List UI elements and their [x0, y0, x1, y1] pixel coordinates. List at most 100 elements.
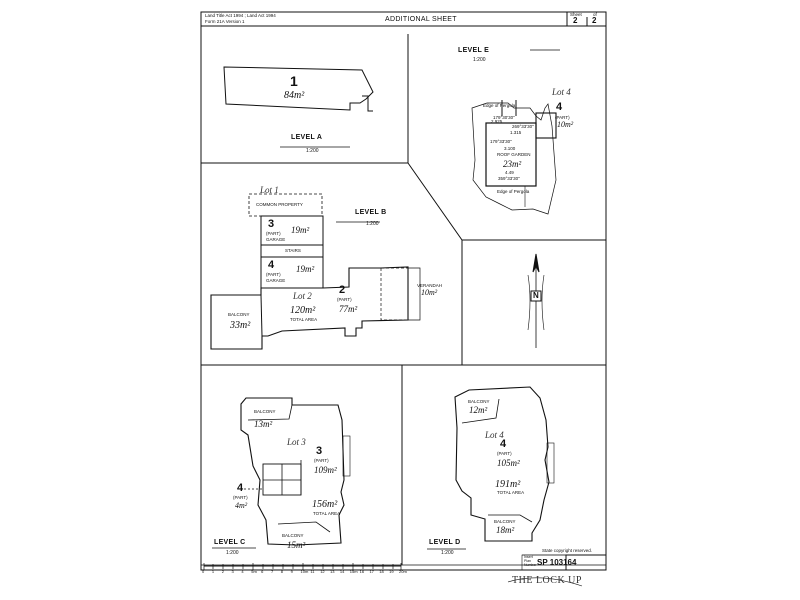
scale-tick-label: 0 — [202, 569, 205, 574]
scale-tick-label: 10m — [300, 569, 309, 574]
level-b-lot-3-area: 19m² — [291, 225, 310, 235]
scale-tick-label: 1 — [211, 569, 215, 574]
sheet-number: 2 — [573, 16, 578, 25]
level-d-lot-4-number: 4 — [500, 438, 507, 450]
scale-tick-label: 7 — [270, 569, 274, 574]
level-e-dim-3: 4.49 — [505, 170, 514, 175]
scale-tick-label: 3 — [231, 569, 234, 574]
level-e-lot-4 — [535, 112, 557, 139]
level-d-lot-4-area: 105m² — [497, 458, 520, 468]
plan-number-label-3: Number — [524, 563, 537, 567]
level-d-scale: 1:200 — [441, 550, 454, 556]
level-e-dim-2: 3.100 — [504, 146, 516, 151]
level-d-balcony-top-area: 12m² — [469, 405, 488, 415]
level-d-balcony-bottom-label: BALCONY — [494, 519, 516, 524]
sheet-of-label: of — [593, 12, 597, 17]
level-d-title: LEVEL D — [429, 539, 461, 546]
level-a-scale: 1:200 — [306, 148, 319, 154]
level-b-stairs: STAIRS — [285, 248, 301, 253]
scale-tick-label: 15m — [349, 569, 358, 574]
level-e-outline — [471, 102, 557, 215]
level-c-title: LEVEL C — [214, 539, 246, 546]
act-reference: Land Title Act 1994 ; Land Act 1994 — [205, 13, 276, 18]
level-c-handwritten-lot-3: Lot 3 — [287, 437, 306, 447]
scale-tick-label: 5m — [251, 569, 257, 574]
scale-tick-label: 20m — [399, 569, 407, 574]
scale-tick-label: 13 — [330, 569, 335, 574]
level-e-roof-garden-area: 23m² — [503, 159, 522, 169]
level-c-lot-3-area: 109m² — [314, 465, 337, 475]
level-e-bearing-right: 269°33'30" — [512, 124, 534, 129]
level-d-total-area: 191m² — [495, 479, 521, 490]
level-d-balcony-top-label: BALCONY — [468, 399, 490, 404]
level-c-balcony-top-area: 13m² — [254, 419, 273, 429]
level-e-scale: 1:200 — [473, 57, 486, 63]
form-version: Form 21A Version 1 — [205, 19, 245, 24]
sheet-title: ADDITIONAL SHEET — [385, 16, 457, 23]
level-d-outline — [454, 386, 550, 542]
level-c-scale: 1:200 — [226, 550, 239, 556]
level-c-balcony-top-label: BALCONY — [254, 409, 276, 414]
level-e-handwritten-lot: Lot 4 — [552, 87, 571, 97]
level-e-roof-garden-label: ROOF GARDEN — [497, 152, 531, 157]
level-b-total-label: TOTAL AREA — [290, 317, 318, 322]
level-b-title: LEVEL B — [355, 209, 387, 216]
level-d-handwritten-lot-4: Lot 4 — [485, 430, 504, 440]
level-c-lot-4-area: 4m² — [235, 501, 248, 510]
level-e-title: LEVEL E — [458, 47, 490, 54]
handwritten-note: THE LOCK UP — [512, 575, 582, 586]
scale-tick-label: 14 — [339, 569, 345, 574]
level-e-lot-number: 4 — [556, 101, 563, 113]
level-e-bearing-mid: 179°33'30" — [490, 139, 512, 144]
divider-level-a — [201, 34, 409, 164]
scale-tick-label: 9 — [290, 569, 293, 574]
scale-tick-label: 6 — [261, 569, 264, 574]
level-b-lot-3-number: 3 — [268, 218, 275, 230]
level-b-balcony-label: BALCONY — [228, 312, 250, 317]
divider-level-b — [201, 240, 463, 366]
level-d-total-label: TOTAL AREA — [497, 490, 525, 495]
level-a-title: LEVEL A — [291, 134, 323, 141]
level-c-outline — [240, 397, 345, 546]
level-e-roof-garden — [485, 122, 537, 187]
sheet-label: Sheet — [570, 12, 582, 17]
level-e-dim-1: 1.315 — [510, 130, 522, 135]
scale-tick-label: 12 — [320, 569, 325, 574]
level-a-lot-number: 1 — [290, 73, 298, 89]
scale-tick-label: 8 — [280, 569, 284, 574]
sheet-border — [200, 11, 607, 571]
level-b-verandah-area: 10m² — [421, 288, 438, 297]
level-b-handwritten-lot-1: Lot 1 — [260, 185, 279, 195]
state-copyright: State copyright reserved. — [542, 548, 593, 553]
level-b-lot-4-use: GARAGE — [266, 278, 286, 283]
level-b-verandah-label: VERANDAH — [417, 283, 443, 288]
level-b-lot-2-number: 2 — [339, 284, 346, 296]
level-c-total-area: 156m² — [312, 499, 338, 510]
level-c-lot-3-part: (PART) — [314, 458, 329, 463]
level-b-lot-2 — [210, 266, 409, 350]
level-c-lot-4-number: 4 — [237, 482, 244, 494]
level-e-bearing-top: 179°30'30" — [493, 115, 515, 120]
level-b-lot-2-area: 77m² — [339, 304, 358, 314]
level-c-balcony-bottom-label: BALCONY — [282, 533, 304, 538]
plan-number-label-1: Insert — [524, 555, 533, 559]
north-label: N — [533, 291, 539, 300]
level-c-balcony-bottom-area: 15m² — [287, 540, 306, 550]
level-e-edge-top: Edge of Pergola — [483, 103, 516, 108]
level-c-lot-4-part: (PART) — [233, 495, 248, 500]
level-b-lot-3-use: GARAGE — [266, 237, 286, 242]
level-b-lot-3-part: (PART) — [266, 231, 281, 236]
level-d-balcony-bottom-area: 18m² — [496, 525, 515, 535]
level-e-edge-bottom: Edge of Pergola — [497, 189, 530, 194]
scale-tick-label: 16 — [359, 569, 365, 574]
level-b-lot-4-part: (PART) — [266, 272, 281, 277]
scale-tick-label: 2 — [221, 569, 224, 574]
level-b-lot-4-area: 19m² — [296, 264, 315, 274]
scale-tick-label: 18 — [379, 569, 384, 574]
level-b-common-property: COMMON PROPERTY — [256, 202, 303, 207]
level-b-lot-4-number: 4 — [268, 259, 275, 271]
level-c-lot-3-number: 3 — [316, 445, 323, 457]
level-b-scale: 1:200 — [366, 221, 379, 227]
